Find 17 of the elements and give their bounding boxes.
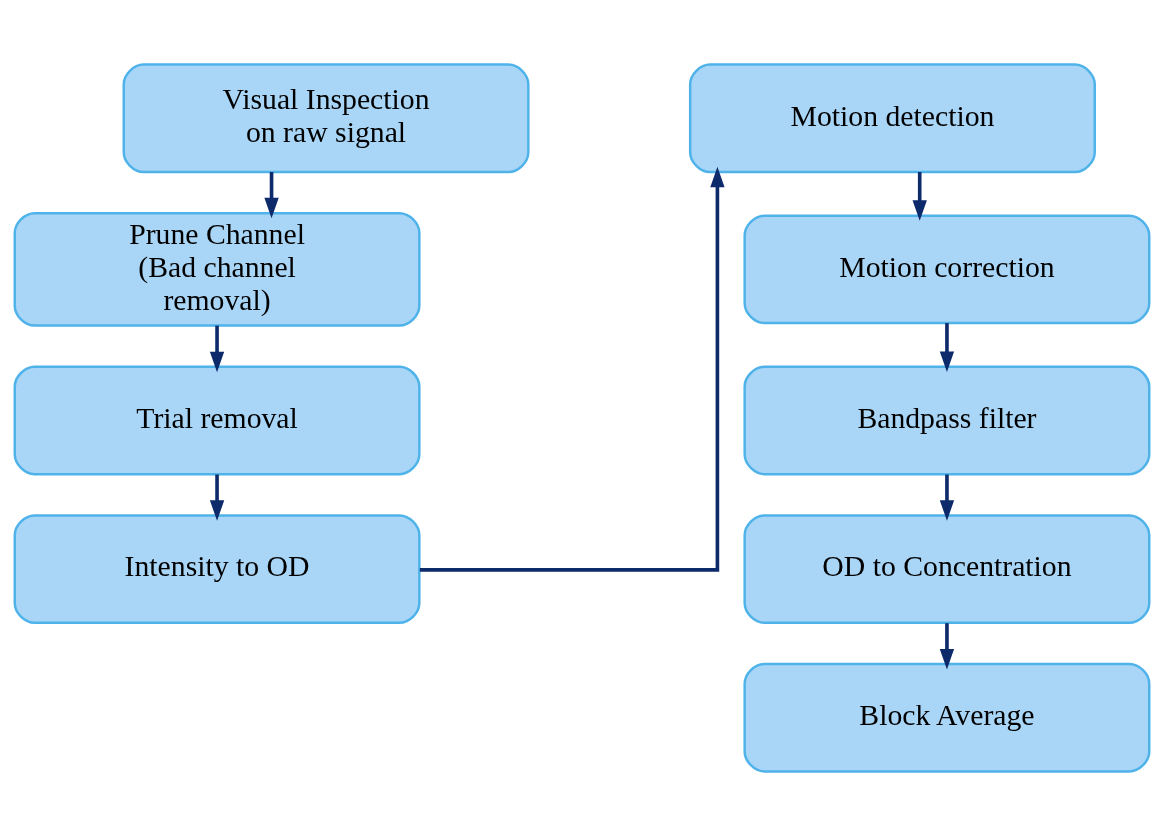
- node-box: Block Average: [743, 662, 1151, 773]
- node-box: Bandpass filter: [743, 365, 1151, 476]
- arrow: [209, 325, 225, 373]
- node-box: Prune Channel (Bad channel removal): [13, 212, 421, 327]
- arrow: [912, 172, 927, 221]
- node-box: Motion detection: [688, 63, 1096, 174]
- arrow: [264, 172, 279, 219]
- node-box: Motion correction: [743, 214, 1151, 325]
- node-box: Trial removal: [13, 365, 421, 476]
- node-box: Intensity to OD: [13, 514, 421, 624]
- arrow: [419, 166, 725, 572]
- arrow: [209, 474, 225, 521]
- node-box: Visual Inspection on raw signal: [122, 63, 530, 174]
- node-box: OD to Concentration: [743, 514, 1151, 624]
- arrow: [939, 474, 955, 521]
- arrow: [939, 323, 955, 372]
- arrow: [939, 623, 955, 670]
